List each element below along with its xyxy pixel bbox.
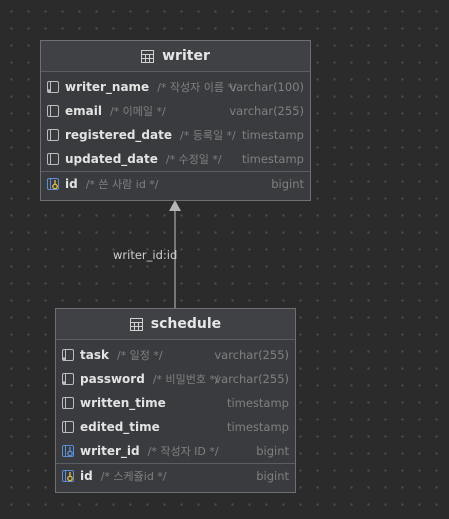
column-name: registered_date xyxy=(65,128,172,142)
column-type: timestamp xyxy=(226,420,289,434)
key-comment: /* 스케쥴id */ xyxy=(100,470,167,483)
column-comment: /* 이메일 */ xyxy=(109,105,166,118)
column-row[interactable]: registered_date /* 등록일 */ timestamp xyxy=(41,123,310,147)
key-separator xyxy=(56,463,295,464)
column-type: timestamp xyxy=(226,396,289,410)
column-icon xyxy=(61,396,75,410)
key-type: bigint xyxy=(271,177,304,191)
table-header-schedule[interactable]: schedule xyxy=(56,309,295,340)
column-name: task xyxy=(80,348,109,362)
column-type: varchar(255) xyxy=(214,372,289,386)
column-comment: /* 일정 */ xyxy=(116,349,163,362)
primary-key-icon xyxy=(46,177,60,191)
key-name: id xyxy=(65,177,78,191)
column-row[interactable]: task /* 일정 */ varchar(255) xyxy=(56,343,295,367)
column-comment: /* 작성자 이름 */ xyxy=(157,81,237,94)
column-comment: /* 비밀번호 */ xyxy=(152,373,219,386)
column-name: writer_name xyxy=(65,80,150,94)
table-title: writer xyxy=(162,48,210,64)
column-icon xyxy=(46,104,60,118)
column-type: varchar(255) xyxy=(229,104,304,118)
column-icon xyxy=(61,420,75,434)
column-notnull-icon xyxy=(61,372,75,386)
column-comment: /* 등록일 */ xyxy=(180,129,236,142)
column-name: email xyxy=(65,104,102,118)
column-name: edited_time xyxy=(80,420,160,434)
table-header-writer[interactable]: writer xyxy=(41,41,310,72)
column-icon xyxy=(46,152,60,166)
column-row[interactable]: edited_time timestamp xyxy=(56,415,295,439)
key-row[interactable]: id /* 쓴 사람 id */ bigint xyxy=(41,172,310,196)
table-schedule[interactable]: schedule task /* 일정 */ varchar(255) pass… xyxy=(55,308,296,493)
primary-key-icon xyxy=(61,469,75,483)
foreign-key-icon xyxy=(61,444,75,458)
table-icon xyxy=(141,49,155,63)
column-row[interactable]: updated_date /* 수정일 */ timestamp xyxy=(41,147,310,171)
column-row[interactable]: writer_name /* 작성자 이름 */ varchar(100) xyxy=(41,75,310,99)
key-type: bigint xyxy=(256,469,289,483)
column-name: writer_id xyxy=(80,444,140,458)
column-type: bigint xyxy=(256,444,289,458)
column-name: written_time xyxy=(80,396,166,410)
relation-label: writer_id:id xyxy=(113,248,178,262)
column-comment: /* 수정일 */ xyxy=(165,153,222,166)
column-row[interactable]: email /* 이메일 */ varchar(255) xyxy=(41,99,310,123)
column-type: timestamp xyxy=(241,152,304,166)
table-writer[interactable]: writer writer_name /* 작성자 이름 */ varchar(… xyxy=(40,40,311,201)
column-row[interactable]: written_time timestamp xyxy=(56,391,295,415)
column-name: password xyxy=(80,372,145,386)
table-icon xyxy=(129,317,143,331)
column-name: updated_date xyxy=(65,152,158,166)
key-row[interactable]: id /* 스케쥴id */ bigint xyxy=(56,464,295,488)
column-type: timestamp xyxy=(241,128,304,142)
key-name: id xyxy=(80,469,93,483)
column-row[interactable]: writer_id /* 작성자 ID */ bigint xyxy=(56,439,295,463)
column-notnull-icon xyxy=(46,80,60,94)
table-title: schedule xyxy=(150,316,222,332)
key-comment: /* 쓴 사람 id */ xyxy=(85,178,159,191)
column-row[interactable]: password /* 비밀번호 */ varchar(255) xyxy=(56,367,295,391)
key-separator xyxy=(41,171,310,172)
column-type: varchar(255) xyxy=(214,348,289,362)
column-icon xyxy=(46,128,60,142)
column-type: varchar(100) xyxy=(229,80,304,94)
column-comment: /* 작성자 ID */ xyxy=(147,445,219,458)
column-notnull-icon xyxy=(61,348,75,362)
